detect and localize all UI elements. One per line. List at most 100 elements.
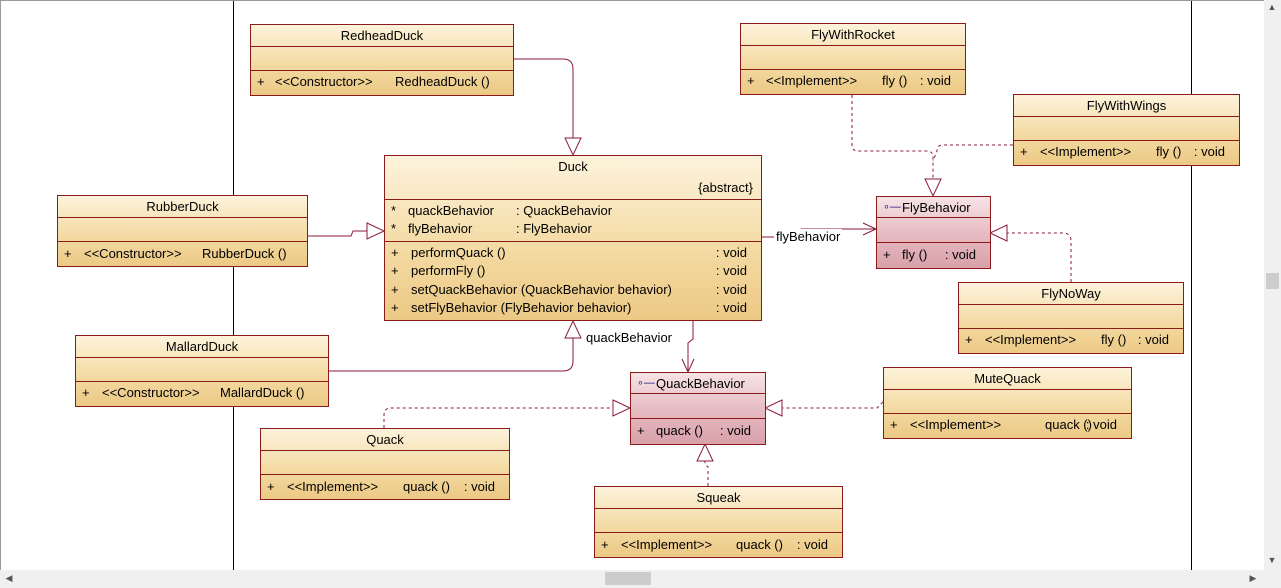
class-flynoway[interactable]: FlyNoWay + <<Implement>> fly () : void <box>958 282 1184 354</box>
operation-signature: quack () <box>1045 417 1092 432</box>
compartment-divider <box>595 532 842 533</box>
page-boundary-left <box>233 1 234 570</box>
return-type: : void <box>715 282 747 297</box>
visibility: + <box>64 246 72 261</box>
page-boundary-right <box>1191 1 1192 570</box>
visibility: + <box>890 417 898 432</box>
visibility: + <box>391 282 399 297</box>
operation-row: + <<Implement>> fly () : void <box>747 72 957 90</box>
operation-row: + <<Implement>> fly () : void <box>965 331 1175 349</box>
visibility: + <box>637 423 645 438</box>
edge-flynoway-to-flybehavior <box>988 224 1072 282</box>
interface-quackbehavior[interactable]: ∘— QuackBehavior + quack () : void <box>630 372 766 445</box>
operation-row: + <<Implement>> quack () : void <box>601 536 834 554</box>
compartment-divider <box>1014 140 1239 141</box>
visibility: * <box>391 221 397 236</box>
interface-lollipop-icon: ∘— <box>883 201 901 213</box>
vertical-scroll-thumb[interactable] <box>1266 273 1279 289</box>
operation-signature: RedheadDuck () <box>395 74 490 89</box>
compartment-divider <box>385 199 761 200</box>
return-type: : void <box>919 73 951 88</box>
edge-label-quackbehavior: quackBehavior <box>584 330 674 346</box>
interface-name-text: QuackBehavior <box>656 376 745 391</box>
operation-row: + <<Implement>> quack () : void <box>890 416 1123 434</box>
return-type: : void <box>1193 144 1225 159</box>
class-mutequack[interactable]: MuteQuack + <<Implement>> quack () : voi… <box>883 367 1132 439</box>
visibility: + <box>257 74 265 89</box>
horizontal-scrollbar[interactable]: ◀ ▶ <box>0 570 1264 588</box>
class-flywithwings[interactable]: FlyWithWings + <<Implement>> fly () : vo… <box>1013 94 1240 166</box>
attribute-row: * flyBehavior : FlyBehavior <box>391 220 753 238</box>
stereotype: <<Implement>> <box>621 537 713 552</box>
stereotype: <<Constructor>> <box>275 74 373 89</box>
compartment-divider <box>631 418 765 419</box>
scroll-up-icon[interactable]: ▲ <box>1267 2 1277 12</box>
class-name: RubberDuck <box>58 196 307 218</box>
vertical-scrollbar[interactable]: ▲ ▼ <box>1264 0 1281 570</box>
edge-flywithwings-to-flybehavior <box>932 144 1013 162</box>
class-name: Quack <box>261 429 509 451</box>
class-name: MallardDuck <box>76 336 328 358</box>
stereotype: <<Implement>> <box>287 479 379 494</box>
return-type: : void <box>1085 417 1117 432</box>
interface-flybehavior[interactable]: ∘— FlyBehavior + fly () : void <box>876 196 991 269</box>
edge-rubber-to-duck <box>307 222 386 240</box>
interface-name: ∘— FlyBehavior <box>877 197 990 218</box>
return-type: : void <box>715 245 747 260</box>
class-rubberduck[interactable]: RubberDuck + <<Constructor>> RubberDuck … <box>57 195 308 267</box>
scroll-left-icon[interactable]: ◀ <box>5 573 13 583</box>
class-flywithrocket[interactable]: FlyWithRocket + <<Implement>> fly () : v… <box>740 23 966 95</box>
compartment-divider <box>251 70 513 71</box>
return-type: : void <box>715 263 747 278</box>
class-name: FlyNoWay <box>959 283 1183 305</box>
class-duck[interactable]: Duck {abstract} * quackBehavior : QuackB… <box>384 155 762 321</box>
class-name: MuteQuack <box>884 368 1131 390</box>
diagram-canvas[interactable]: flyBehavior quackBehavior RedheadDuck + … <box>0 0 1264 570</box>
stereotype: <<Constructor>> <box>84 246 182 261</box>
compartment-divider <box>58 241 307 242</box>
compartment-divider <box>385 241 761 242</box>
edge-duck-to-quackbehavior <box>681 321 695 374</box>
stereotype: <<Constructor>> <box>102 385 200 400</box>
return-type: : void <box>463 479 495 494</box>
interface-lollipop-icon: ∘— <box>637 377 655 389</box>
stereotype: <<Implement>> <box>910 417 1002 432</box>
visibility: + <box>965 332 973 347</box>
operation-signature: fly () <box>902 247 928 262</box>
operation-row: + performQuack () : void <box>391 244 753 262</box>
edge-label-flybehavior: flyBehavior <box>774 229 843 245</box>
edge-squeak-to-quackbehavior <box>696 442 714 486</box>
attribute-type: : FlyBehavior <box>516 221 592 236</box>
visibility: + <box>267 479 275 494</box>
operation-row: + fly () : void <box>883 246 982 264</box>
operation-signature: fly () <box>1156 144 1182 159</box>
return-type: : void <box>1137 332 1169 347</box>
scroll-down-icon[interactable]: ▼ <box>1267 555 1277 565</box>
attribute-row: * quackBehavior : QuackBehavior <box>391 202 753 220</box>
operation-signature: quack () <box>736 537 783 552</box>
class-name: RedheadDuck <box>251 25 513 47</box>
class-redheadduck[interactable]: RedheadDuck + <<Constructor>> RedheadDuc… <box>250 24 514 96</box>
attribute-name: flyBehavior <box>408 221 473 236</box>
operation-row: + <<Implement>> fly () : void <box>1020 143 1231 161</box>
scrollbar-corner <box>1264 570 1281 588</box>
class-mallardduck[interactable]: MallardDuck + <<Constructor>> MallardDuc… <box>75 335 329 407</box>
class-quack[interactable]: Quack + <<Implement>> quack () : void <box>260 428 510 500</box>
class-squeak[interactable]: Squeak + <<Implement>> quack () : void <box>594 486 843 558</box>
interface-name: ∘— QuackBehavior <box>631 373 765 394</box>
edge-redhead-to-duck <box>513 58 582 157</box>
operation-signature: performFly () <box>411 263 486 278</box>
scroll-right-icon[interactable]: ▶ <box>1249 573 1257 583</box>
class-name: Duck <box>558 159 588 174</box>
return-type: : void <box>719 423 751 438</box>
edge-mallard-to-duck <box>328 319 582 372</box>
edge-flywithrocket-to-flybehavior <box>851 95 942 198</box>
compartment-divider <box>261 474 509 475</box>
horizontal-scroll-thumb[interactable] <box>605 572 651 585</box>
abstract-stereotype: {abstract} <box>698 180 753 195</box>
operation-signature: setFlyBehavior (FlyBehavior behavior) <box>411 300 632 315</box>
edge-mutequack-to-quackbehavior <box>763 399 884 417</box>
operation-signature: RubberDuck () <box>202 246 287 261</box>
operation-row: + setFlyBehavior (FlyBehavior behavior) … <box>391 299 753 317</box>
class-name: FlyWithRocket <box>741 24 965 46</box>
